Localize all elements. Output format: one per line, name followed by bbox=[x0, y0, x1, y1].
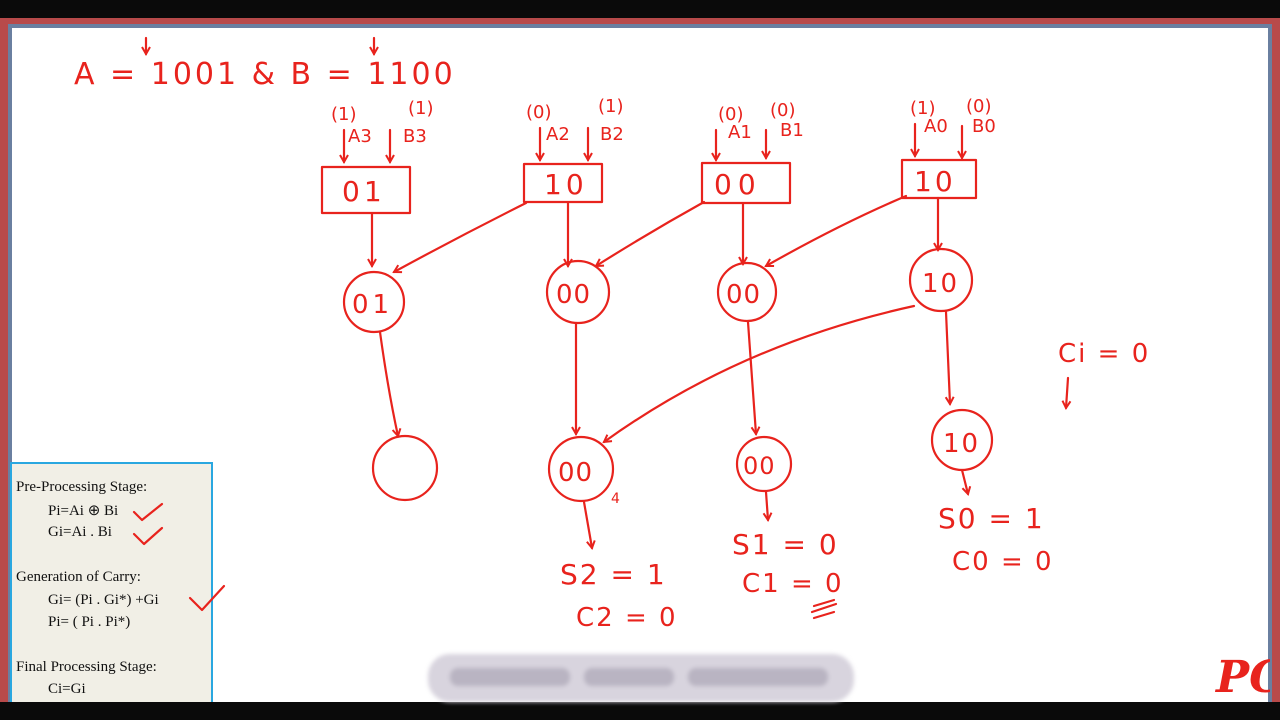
level1-node-1 bbox=[716, 261, 778, 323]
blurred-caption-bar bbox=[428, 654, 854, 702]
carry-in: Ci = 0 bbox=[1058, 339, 1150, 369]
gi-definition: Gi=Ai . Bi bbox=[48, 524, 112, 540]
level1-node-2 bbox=[545, 259, 611, 325]
carry-generation-title: Generation of Carry: bbox=[16, 569, 141, 585]
b1-label: B1 bbox=[780, 120, 804, 141]
b1-bit: (0) bbox=[770, 100, 796, 121]
input-column-3: (1) (1) A3 B3 01 bbox=[320, 98, 434, 215]
pg-box-3-value: 01 bbox=[342, 175, 386, 208]
pg-box-1 bbox=[700, 161, 792, 205]
channel-logo: PC bbox=[1214, 652, 1270, 698]
formula-panel: Pre-Processing Stage: Pi=Ai ⊕ Bi Gi=Ai .… bbox=[10, 462, 213, 702]
level2-node-2 bbox=[547, 435, 615, 503]
a2-bit: (0) bbox=[526, 102, 552, 123]
pg-box-3 bbox=[320, 165, 412, 215]
check-mark-pi bbox=[132, 502, 164, 522]
input-column-2: (0) (1) A2 B2 10 bbox=[522, 96, 624, 204]
pre-processing-title: Pre-Processing Stage: bbox=[16, 479, 148, 495]
level2-node-2-mark: 4 bbox=[611, 491, 620, 507]
result-s2: S2 = 1 bbox=[560, 558, 667, 591]
b3-label: B3 bbox=[403, 126, 427, 147]
carry-in-arrow bbox=[1066, 376, 1068, 408]
result-s0: S0 = 1 bbox=[938, 502, 1045, 535]
gi-carry-formula: Gi= (Pi . Gi*) +Gi bbox=[48, 592, 159, 608]
panel-checkmarks bbox=[132, 502, 226, 612]
result-c2: C2 = 0 bbox=[576, 603, 678, 633]
pi-definition: Pi=Ai ⊕ Bi bbox=[48, 503, 119, 519]
a1-label: A1 bbox=[728, 122, 752, 143]
level2-node-2-value: 00 bbox=[558, 458, 593, 488]
result-c0: C0 = 0 bbox=[952, 547, 1054, 577]
ci-definition: Ci=Gi bbox=[48, 681, 86, 697]
b3-bit: (1) bbox=[408, 98, 434, 119]
a1-bit: (0) bbox=[718, 104, 744, 125]
pg-box-2 bbox=[522, 162, 604, 204]
level1-node-1-value: 00 bbox=[726, 280, 761, 310]
level1-node-2-value: 00 bbox=[556, 280, 591, 310]
level1-node-3-value: 01 bbox=[352, 290, 393, 320]
input-column-1: (0) (0) A1 B1 00 bbox=[700, 100, 804, 205]
level2-node-1 bbox=[735, 435, 793, 493]
b0-label: B0 bbox=[972, 116, 996, 137]
logo-text: PC bbox=[1214, 652, 1270, 698]
a0-label: A0 bbox=[924, 116, 948, 137]
result-c1: C1 = 0 bbox=[742, 569, 844, 599]
b2-label: B2 bbox=[600, 124, 624, 145]
level1-node-0 bbox=[908, 247, 974, 313]
level2-node-0-value: 10 bbox=[943, 429, 980, 459]
check-mark-gi-carry bbox=[188, 584, 226, 612]
pg-box-2-value: 10 bbox=[544, 168, 588, 201]
a3-bit: (1) bbox=[331, 104, 357, 125]
a2-label: A2 bbox=[546, 124, 570, 145]
check-mark-gi bbox=[132, 526, 164, 546]
pg-box-0-value: 10 bbox=[914, 165, 956, 198]
result-s1: S1 = 0 bbox=[732, 528, 839, 561]
final-processing-title: Final Processing Stage: bbox=[16, 659, 157, 675]
bottom-black-bar bbox=[0, 702, 1280, 720]
level2-node-1-value: 00 bbox=[743, 452, 776, 480]
level2-node-3 bbox=[371, 434, 439, 502]
level1-node-3 bbox=[342, 270, 406, 334]
b0-bit: (0) bbox=[966, 96, 992, 117]
a3-label: A3 bbox=[348, 126, 372, 147]
level1-node-0-value: 10 bbox=[922, 269, 959, 299]
header-equation: A = 1001 & B = 1100 bbox=[74, 57, 456, 92]
result-c1-underline bbox=[810, 598, 838, 620]
b2-bit: (1) bbox=[598, 96, 624, 117]
pg-box-1-value: 00 bbox=[714, 168, 762, 201]
pi-carry-formula: Pi= ( Pi . Pi*) bbox=[48, 614, 131, 630]
input-column-0: (1) (0) A0 B0 10 bbox=[900, 96, 996, 200]
a0-bit: (1) bbox=[910, 98, 936, 119]
